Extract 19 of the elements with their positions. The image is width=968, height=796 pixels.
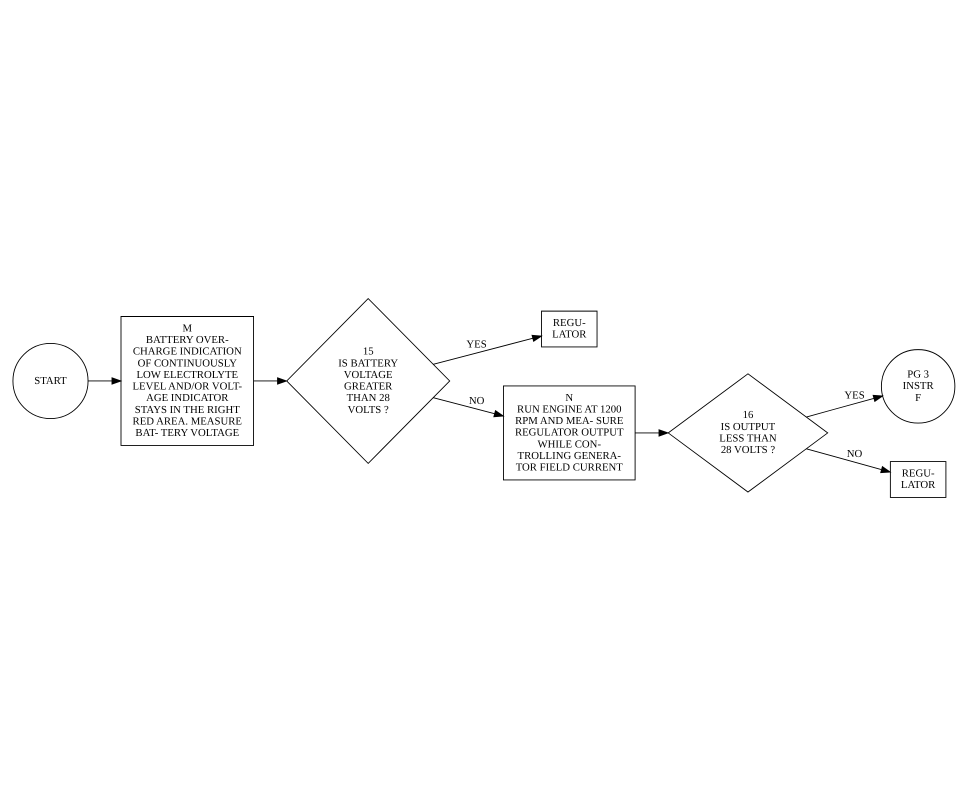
node-circle: START	[12, 342, 88, 419]
node-box: M BATTERY OVER- CHARGE INDICATION OF CONTINUOUSLY LOW ELECTROLYTE LEVEL AND/OR VOLT- AGE INDICATOR STAYS IN THE RIGHT RED AREA. MEASURE BAT- TERY VOLTAGE	[120, 316, 254, 446]
edge-label: YES	[466, 338, 487, 350]
arrow	[806, 448, 892, 474]
node-diamond: 15 IS BATTERY VOLTAGE GREATER THAN 28 VOLTS ?	[286, 298, 450, 464]
arrow	[806, 394, 884, 418]
node-circle: PG 3 INSTR F	[880, 349, 956, 424]
node-box: REGU- LATOR	[541, 310, 598, 348]
arrow	[87, 377, 122, 385]
edge-label: NO	[468, 394, 484, 407]
arrow	[432, 334, 543, 365]
edge-label: YES	[844, 390, 865, 402]
arrow	[634, 429, 670, 437]
arrow	[432, 397, 505, 418]
edge-label: NO	[846, 448, 862, 460]
node-box: REGU- LATOR	[890, 461, 946, 498]
node-box: N RUN ENGINE AT 1200 RPM AND MEA- SURE REGULATOR OUTPUT WHILE CON- TROLLING GENERA- TOR FIELD CURRENT	[503, 385, 636, 480]
arrow	[253, 377, 288, 385]
node-diamond: 16 IS OUTPUT LESS THAN 28 VOLTS ?	[668, 373, 828, 493]
